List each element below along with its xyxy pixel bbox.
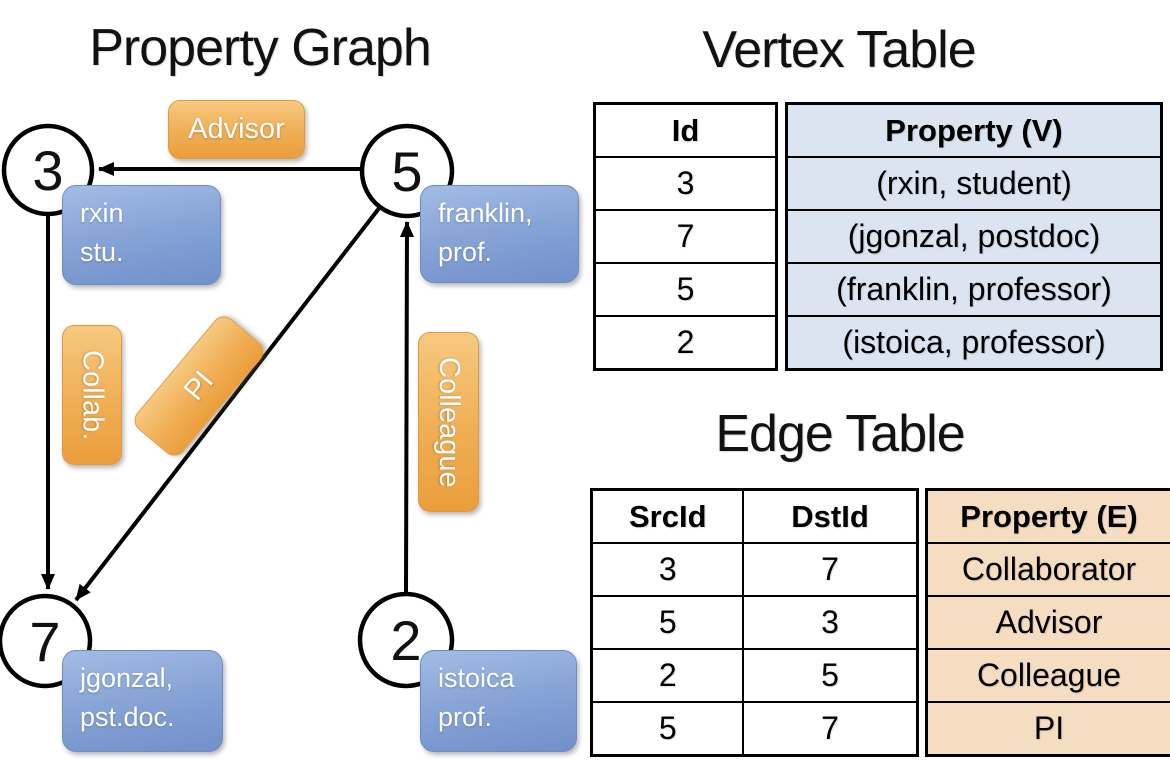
edge-dst-header: DstId	[742, 491, 916, 542]
edge-table-id-columns: SrcId DstId 3 7 5 3 2 5 5 7	[590, 488, 919, 757]
edge-row-property: Collaborator	[928, 542, 1170, 595]
edge-row-src: 5	[658, 604, 677, 640]
edge-src-header: SrcId	[628, 498, 707, 534]
vertex-row-id: 7	[596, 209, 775, 262]
vertex-prop-5-line1: franklin,	[438, 198, 533, 228]
edge-row-dst: 5	[742, 650, 916, 701]
property-graph-title: Property Graph	[89, 19, 432, 77]
vertex-table-title: Vertex Table	[702, 21, 976, 79]
vertex-id-header: Id	[671, 112, 700, 148]
edge-table-title: Edge Table	[715, 405, 965, 463]
vertex-row-property: (jgonzal, postdoc)	[788, 209, 1160, 262]
edge-row-property: PI	[928, 701, 1170, 754]
edge-row-property: Colleague	[928, 648, 1170, 701]
vertex-prop-box-5: franklin, prof.	[420, 185, 579, 283]
vertex-row-id: 3	[596, 156, 775, 209]
vertex-prop-3-line1: rxin	[80, 198, 124, 228]
edge-row-src: 3	[658, 551, 677, 587]
edge-row-dst: 7	[742, 703, 916, 754]
vertex-prop-box-7: jgonzal, pst.doc.	[62, 650, 223, 752]
edge-label-advisor-text: Advisor	[188, 113, 285, 145]
vertex-prop-2-line2: prof.	[438, 702, 493, 733]
edge-property-header: Property (E)	[960, 498, 1138, 534]
vertex-prop-7-line1: jgonzal,	[80, 663, 174, 693]
edge-table-property-column: Property (E) Collaborator Advisor Collea…	[925, 488, 1170, 757]
vertex-row-id: 2	[596, 315, 775, 368]
edge-label-colleague: Colleague	[418, 332, 479, 512]
edge-table: SrcId DstId 3 7 5 3 2 5 5 7 Property (E)…	[590, 488, 1170, 757]
edge-pi-arrow	[74, 205, 382, 602]
edge-label-colleague-text: Colleague	[433, 356, 465, 488]
property-graph-canvas	[0, 123, 455, 689]
edge-colleague-arrow	[399, 221, 414, 595]
vertex-table-id-column: Id 3 7 5 2	[593, 102, 778, 371]
vertex-prop-7-line2: pst.doc.	[80, 702, 175, 733]
edge-label-collab: Collab.	[62, 325, 122, 465]
edge-label-advisor: Advisor	[168, 100, 305, 159]
vertex-row-property: (franklin, professor)	[788, 262, 1160, 315]
edge-row-property: Advisor	[928, 595, 1170, 648]
edge-row-dst: 7	[742, 544, 916, 595]
edge-label-collab-text: Collab.	[76, 349, 109, 441]
edge-row-src: 2	[658, 657, 677, 693]
vertex-prop-5-line2: prof.	[438, 237, 493, 268]
vertex-prop-2-line1: istoica	[438, 663, 515, 693]
vertex-row-id: 5	[596, 262, 775, 315]
vertex-prop-3-line2: stu.	[80, 237, 124, 268]
vertex-prop-box-2: istoica prof.	[420, 650, 577, 752]
edge-row-src: 5	[658, 710, 677, 746]
vertex-property-header: Property (V)	[885, 112, 1063, 148]
vertex-table-property-column: Property (V) (rxin, student) (jgonzal, p…	[785, 102, 1163, 371]
edge-label-pi-text: PI	[177, 364, 220, 407]
vertex-row-property: (istoica, professor)	[788, 315, 1160, 368]
vertex-prop-box-3: rxin stu.	[62, 185, 221, 285]
vertex-table: Id 3 7 5 2 Property (V) (rxin, student) …	[593, 102, 1163, 371]
vertex-row-property: (rxin, student)	[788, 156, 1160, 209]
edge-row-dst: 3	[742, 597, 916, 648]
